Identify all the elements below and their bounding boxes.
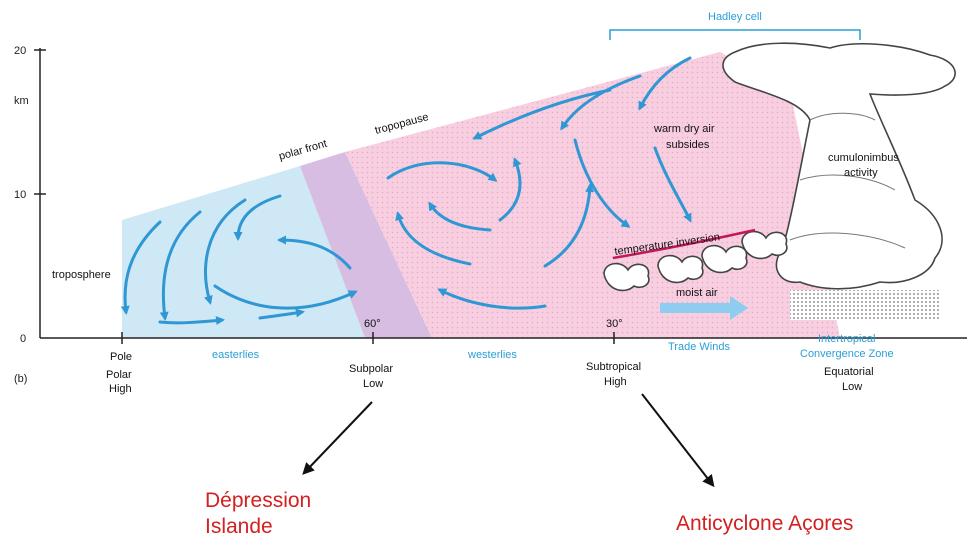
subtropical-high-label-1: Subtropical <box>586 361 641 373</box>
polar-front-label: polar front <box>278 138 329 163</box>
polar-high-label-2: High <box>109 383 132 395</box>
hadley-cell-label: Hadley cell <box>708 11 762 23</box>
moist-air-label: moist air <box>676 287 718 299</box>
pole-label: Pole <box>110 351 132 363</box>
warm-dry-air-label-2: subsides <box>666 139 710 151</box>
depression-callout-line-1: Dépression <box>205 489 311 512</box>
warm-dry-air-label-1: warm dry air <box>653 123 715 135</box>
itcz-label-2: Convergence Zone <box>800 348 894 360</box>
y-tick-label-20: 20 <box>14 45 26 57</box>
depression-callout-line-2: Islande <box>205 515 273 538</box>
troposphere-label: troposphere <box>52 269 111 281</box>
trade-winds-label: Trade Winds <box>668 341 730 353</box>
y-tick-label-10: 10 <box>14 189 26 201</box>
callout-arrow-depression <box>305 402 372 472</box>
lat60-label: 60° <box>364 318 381 330</box>
y-tick-label-0: 0 <box>20 333 26 345</box>
panel-label: (b) <box>14 373 27 385</box>
westerlies-label: westerlies <box>467 349 517 361</box>
subpolar-low-label-1: Subpolar <box>349 363 393 375</box>
y-axis-unit: km <box>14 95 29 107</box>
hadley-cell-bracket <box>610 30 860 40</box>
lat30-label: 30° <box>606 318 623 330</box>
subpolar-low-label-2: Low <box>363 378 383 390</box>
subtropical-high-label-2: High <box>604 376 627 388</box>
equatorial-low-label-1: Equatorial <box>824 366 874 378</box>
anticyclone-callout: Anticyclone Açores <box>676 512 853 535</box>
easterlies-label: easterlies <box>212 349 260 361</box>
callout-arrow-anticyclone <box>642 394 712 484</box>
polar-high-label-1: Polar <box>106 369 132 381</box>
itcz-label-1: Intertropical <box>818 333 875 345</box>
cumulonimbus-label-1: cumulonimbus <box>828 152 899 164</box>
cumulonimbus-label-2: activity <box>844 167 878 179</box>
equatorial-low-label-2: Low <box>842 381 862 393</box>
